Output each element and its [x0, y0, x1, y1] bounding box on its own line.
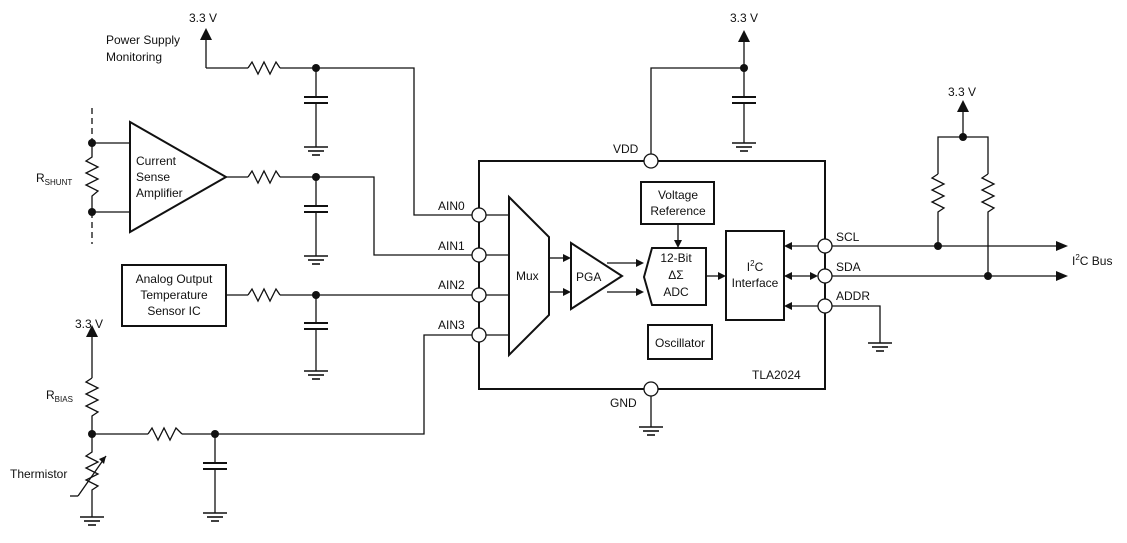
temp-ic-label-line3: Sensor IC	[147, 304, 201, 318]
ground-ain0	[303, 146, 329, 156]
pin-label-vdd: VDD	[613, 142, 639, 156]
adc-label-line3: ADC	[663, 285, 689, 299]
resistor-pullup-scl	[930, 173, 946, 246]
i2c-bus-label: I2C Bus	[1072, 253, 1112, 268]
mux-block	[508, 194, 550, 358]
tla2024-chip: TLA2024 AIN0 AIN1 AIN2 AIN3 VDD GND SCL …	[438, 142, 870, 410]
adc-label-line2: ΔΣ	[668, 268, 683, 282]
pin-addr	[817, 298, 833, 314]
ground-ain3	[202, 512, 228, 522]
oscillator-label: Oscillator	[655, 336, 705, 350]
pin-label-gnd: GND	[610, 396, 637, 410]
supply-bias: 3.3 V	[75, 317, 103, 378]
pin-label-ain1: AIN1	[438, 239, 465, 253]
csa-label-line3: Amplifier	[136, 186, 183, 200]
supply-label-bias: 3.3 V	[75, 317, 103, 331]
pin-label-addr: ADDR	[836, 289, 870, 303]
vref-label-line1: Voltage	[658, 188, 698, 202]
capacitor-ain3	[202, 462, 228, 470]
resistor-bias	[84, 377, 100, 434]
capacitor-vdd	[731, 96, 757, 104]
current-sense-amplifier	[129, 120, 229, 234]
pin-label-ain3: AIN3	[438, 318, 465, 332]
supply-label-vdd: 3.3 V	[730, 11, 758, 25]
mux-label: Mux	[516, 269, 539, 283]
pin-label-ain2: AIN2	[438, 278, 465, 292]
pin-label-ain0: AIN0	[438, 199, 465, 213]
csa-label-line1: Current	[136, 154, 177, 168]
pin-scl	[817, 238, 833, 254]
resistor-ain2	[247, 287, 281, 303]
resistor-ain1	[247, 169, 281, 185]
vdd-path	[650, 64, 757, 154]
adc-label-line1: 12-Bit	[660, 251, 692, 265]
pin-ain1	[471, 247, 487, 263]
ground-addr	[867, 342, 893, 352]
temp-ic-label-line1: Analog Output	[136, 272, 213, 286]
ain0-path: Power Supply Monitoring	[106, 33, 472, 216]
i2c-label-line1: I2C	[747, 259, 764, 274]
ground-ain2	[303, 370, 329, 380]
thermistor-symbol	[84, 434, 100, 517]
pin-sda	[817, 268, 833, 284]
pin-label-sda: SDA	[836, 260, 861, 274]
pin-vdd	[643, 153, 659, 169]
resistor-shunt	[84, 143, 100, 212]
capacitor-ain1	[303, 205, 329, 213]
ground-vdd	[731, 142, 757, 152]
ground-thermistor	[79, 516, 105, 526]
capacitor-ain2	[303, 322, 329, 330]
pin-label-scl: SCL	[836, 230, 860, 244]
power-supply-label-line2: Monitoring	[106, 50, 162, 64]
supply-pullup: 3.3 V	[948, 85, 976, 137]
ain2-path: Analog Output Temperature Sensor IC	[121, 264, 472, 380]
pin-gnd	[643, 381, 659, 397]
r-shunt-label: RSHUNT	[36, 171, 72, 187]
pin-ain3	[471, 327, 487, 343]
csa-label-line2: Sense	[136, 170, 170, 184]
r-bias-label: RBIAS	[46, 388, 73, 404]
gnd-path	[638, 396, 664, 436]
vref-label-line2: Reference	[650, 204, 706, 218]
part-number-label: TLA2024	[752, 368, 801, 382]
capacitor-ain0	[303, 96, 329, 104]
supply-main-left: 3.3 V	[189, 11, 217, 68]
thermistor-label: Thermistor	[10, 467, 67, 481]
i2c-label-line2: Interface	[732, 276, 779, 290]
power-supply-label-line1: Power Supply	[106, 33, 180, 47]
temp-ic-label-line2: Temperature	[140, 288, 208, 302]
resistor-ain3	[147, 426, 183, 442]
pin-ain2	[471, 287, 487, 303]
ground-chip	[638, 426, 664, 436]
ain3-path: RBIAS Thermistor	[10, 334, 472, 526]
resistor-pullup-sda	[980, 173, 996, 276]
supply-label-pullup: 3.3 V	[948, 85, 976, 99]
ain1-path: RSHUNT Current Sense Amplifier	[36, 108, 472, 265]
pga-label: PGA	[576, 270, 601, 284]
resistor-ain0	[247, 60, 281, 76]
supply-vdd: 3.3 V	[730, 11, 758, 88]
ground-ain1	[303, 255, 329, 265]
oscillator-block	[647, 324, 713, 360]
pga-block	[570, 241, 624, 311]
i2c-bus-path: I2C Bus	[832, 133, 1112, 352]
i2c-interface-block	[725, 230, 785, 321]
pin-ain0	[471, 207, 487, 223]
supply-label-main-left: 3.3 V	[189, 11, 217, 25]
